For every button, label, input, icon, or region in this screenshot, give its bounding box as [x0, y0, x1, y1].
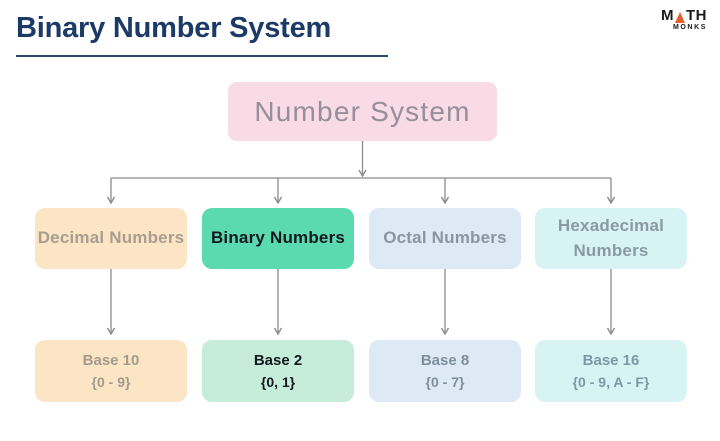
- base-8-label: Base 8: [420, 352, 470, 369]
- base-2-label: Base 2: [253, 352, 303, 369]
- base-16-digit-set: {0 - 9, A - F}: [572, 374, 650, 390]
- leaf-base-10: Base 10 {0 - 9}: [35, 340, 187, 402]
- node-number-system: Number System: [228, 82, 497, 141]
- leaf-base-2: Base 2 {0, 1}: [202, 340, 354, 402]
- base-10-digit-set: {0 - 9}: [91, 374, 131, 390]
- logo-letters-th: TH: [686, 7, 707, 24]
- math-monks-logo: M TH MONKS: [661, 8, 707, 31]
- base-10-label: Base 10: [82, 352, 140, 369]
- logo-letter-m: M: [661, 7, 674, 24]
- page-title: Binary Number System: [16, 12, 332, 44]
- logo-top-row: M TH: [661, 8, 707, 23]
- monk-hat-triangle-icon: [675, 12, 685, 23]
- title-underline: [16, 55, 388, 57]
- node-decimal-label: Decimal Numbers: [37, 228, 185, 248]
- node-octal-label: Octal Numbers: [383, 228, 507, 248]
- leaf-base-8: Base 8 {0 - 7}: [369, 340, 521, 402]
- leaf-base-16: Base 16 {0 - 9, A - F}: [535, 340, 687, 402]
- node-number-system-label: Number System: [254, 95, 471, 127]
- node-binary-label: Binary Numbers: [210, 228, 346, 248]
- node-hexadecimal-numbers: Hexadecimal Numbers: [535, 208, 687, 269]
- base-2-digit-set: {0, 1}: [260, 374, 296, 390]
- node-decimal-numbers: Decimal Numbers: [35, 208, 187, 269]
- logo-monks-text: MONKS: [672, 24, 707, 31]
- base-8-digit-set: {0 - 7}: [425, 374, 465, 390]
- node-binary-numbers: Binary Numbers: [202, 208, 354, 269]
- base-16-label: Base 16: [582, 352, 640, 369]
- node-octal-numbers: Octal Numbers: [369, 208, 521, 269]
- node-hexadecimal-label: Hexadecimal Numbers: [557, 216, 665, 260]
